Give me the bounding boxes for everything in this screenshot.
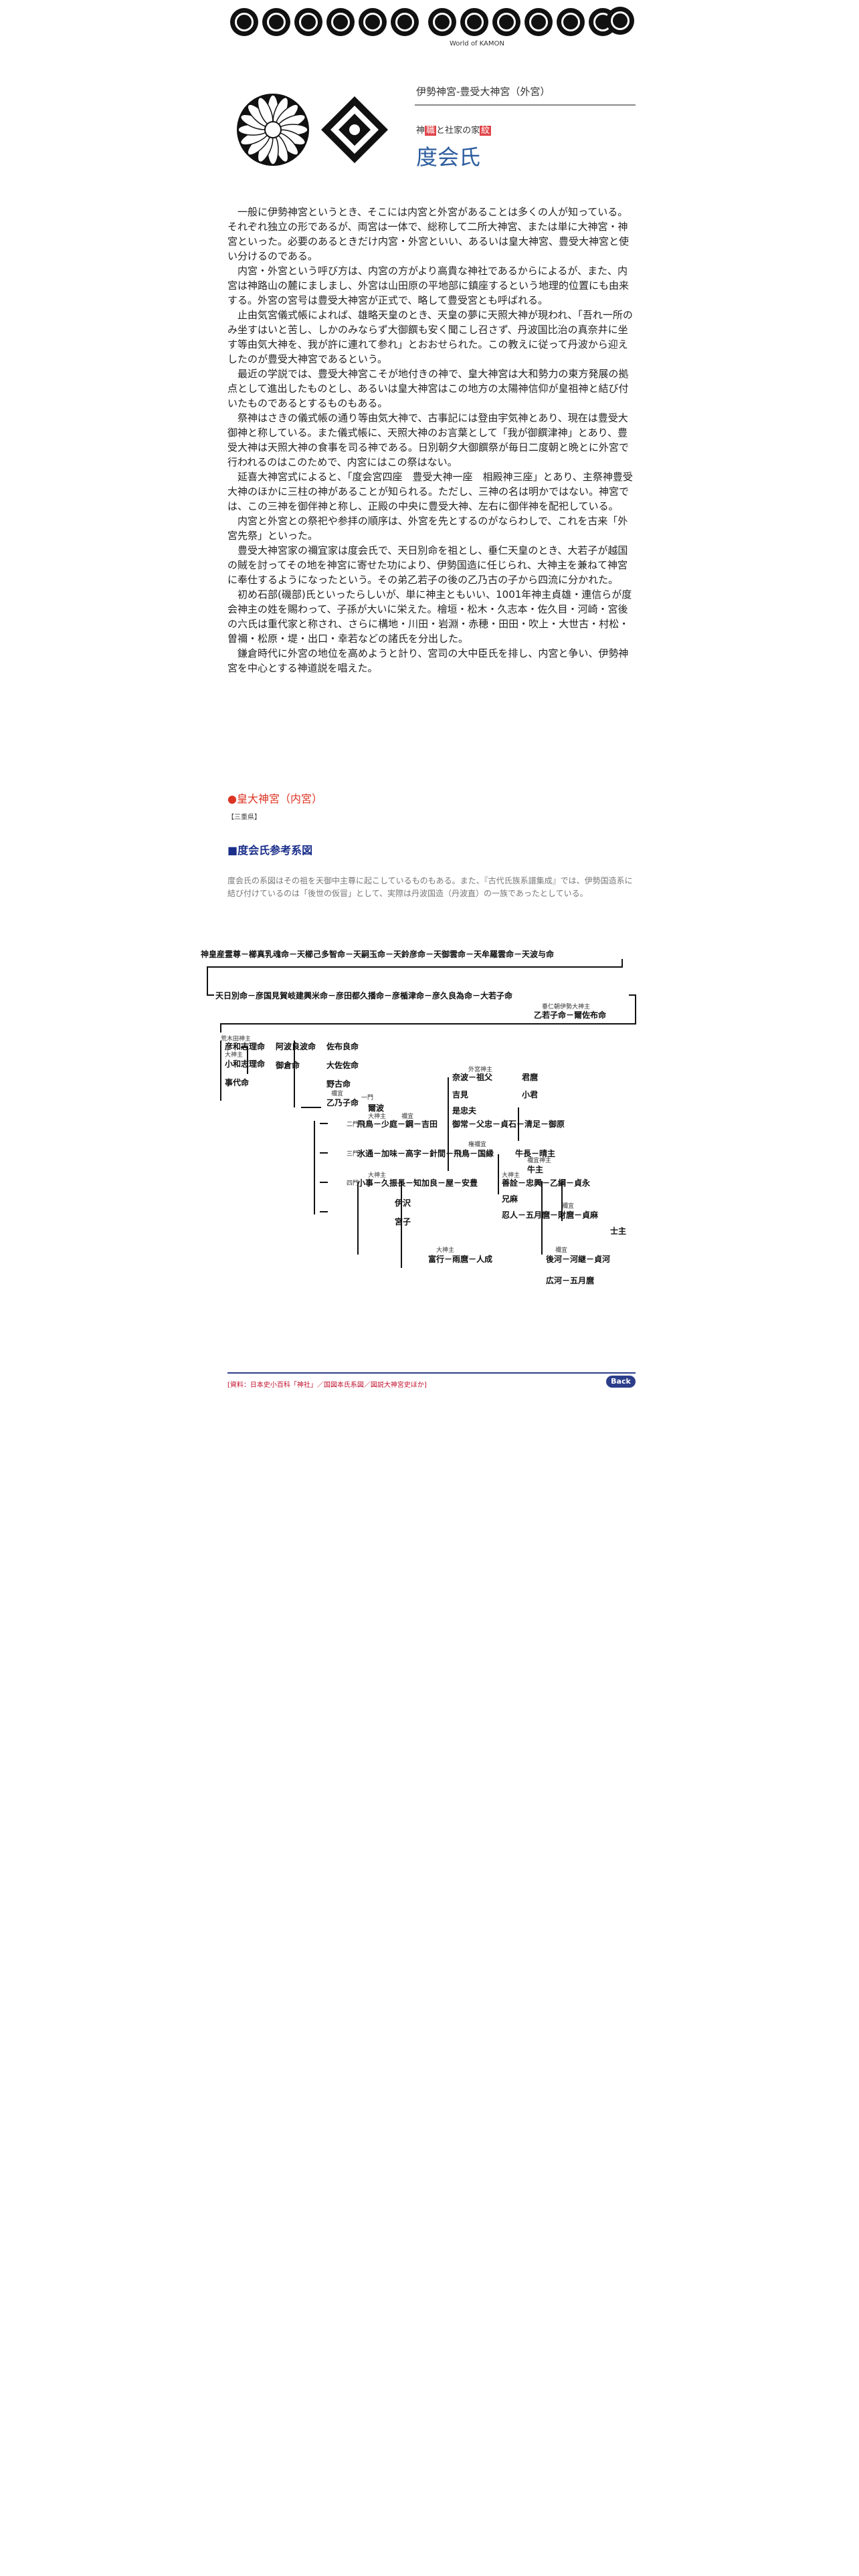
paragraph: 初め石部(磯部)氏といったらしいが、単に神主ともいい、1001年神主貞雄・連信ら…	[227, 588, 632, 645]
series-part: の	[462, 126, 472, 136]
paragraph: 内宮・外宮という呼び方は、内宮の方がより高貴な神社であるからによるが、また、内宮…	[227, 265, 630, 306]
kamon-icon	[262, 8, 290, 36]
kamon-icon	[359, 8, 387, 36]
series-part: と	[436, 126, 446, 136]
paragraph: 祭神はさきの儀式帳の通り等由気大神で、古事記には登由宇気神とあり、現在は豊受大御…	[227, 412, 629, 468]
tree-name: 彦和志理命	[225, 1042, 266, 1051]
tree-line-6: 忍人－五月麿－財麿－貞麻	[502, 1210, 599, 1220]
tree-branch: 一門	[361, 1095, 374, 1101]
footer-divider	[227, 1372, 636, 1374]
tree-line-4: 御常－父忠－貞石－清足－御原	[452, 1119, 565, 1129]
banner-label: World of KAMON	[450, 40, 504, 47]
tree-line-3: 小事－久振長－知加良－屋－安豊	[357, 1178, 478, 1188]
tree-line-9: 広河－五月麿	[546, 1276, 595, 1285]
tree-name: 阿波良波命	[276, 1042, 316, 1051]
tree-name: 佐布良命	[326, 1042, 359, 1051]
tree-name: 吉見	[452, 1090, 469, 1099]
series-part: 家	[454, 126, 463, 136]
tree-branch: 二門	[347, 1121, 359, 1128]
tree-name: 牛長－晴主	[515, 1149, 556, 1158]
tree-note: 外宮神主	[468, 1067, 493, 1073]
tree-note: 荒木田神主	[221, 1036, 252, 1043]
tree-note: 大神主	[502, 1172, 520, 1179]
tree-name: 御倉命	[276, 1061, 300, 1070]
header-divider	[415, 104, 636, 106]
series-part: 神	[416, 126, 425, 136]
series-part-highlight: 紋	[480, 126, 492, 136]
tree-name: 伊沢	[395, 1198, 411, 1208]
tree-row-1: 神皇産霊尊－櫛真乳魂命－天櫛己多智命－天嗣玉命－天鈴彦命－天御雲命－天牟羅雲命－…	[201, 950, 555, 959]
genealogy-note: 度会氏の系図はその祖を天御中主尊に起こしているものもある。また、『古代氏族系譜集…	[227, 876, 633, 898]
family-tree: 神皇産霊尊－櫛真乳魂命－天櫛己多智命－天嗣玉命－天鈴彦命－天御雲命－天牟羅雲命－…	[201, 940, 662, 1328]
tree-name: 事代命	[225, 1078, 250, 1087]
kamon-icon	[391, 8, 419, 36]
tree-line-2: 氷通－加味－高字－針間－飛鳥－国縁	[357, 1149, 494, 1158]
tree-otowakago: 乙若子命－爾佐布命	[534, 1010, 607, 1020]
clan-title: 度会氏	[416, 144, 481, 170]
paragraph: 延喜大神宮式によると、「度会宮四座 豊受大神一座 相殿神三座」とあり、主祭神豊受…	[227, 471, 633, 512]
tree-note: 権禰宜	[468, 1142, 487, 1148]
tree-line-8: 後河－河継－貞河	[546, 1255, 611, 1264]
tree-name: 是忠夫	[452, 1106, 477, 1115]
tree-line-7: 富行－雨麿－人成	[428, 1255, 493, 1264]
back-button[interactable]: Back	[606, 1376, 636, 1388]
tree-name: 士主	[610, 1226, 627, 1236]
source-credit: [資料：日本史小百科「神社」／国図本氏系図／図説大神宮史ほか]	[227, 1382, 427, 1389]
hanabishi-crest-icon	[321, 96, 388, 163]
paragraph: 最近の学説では、豊受大神宮こそが地付きの神で、皇大神宮は大和勢力の東方発展の拠点…	[227, 368, 629, 409]
citation: 【三重県】	[227, 814, 261, 821]
tree-note: 大神主	[225, 1052, 244, 1059]
tree-name: 爾波	[368, 1103, 385, 1113]
tree-name: 小和志理命	[225, 1059, 266, 1069]
tree-note: 大神主	[368, 1113, 387, 1120]
tree-name: 野古命	[326, 1079, 351, 1089]
tree-row-2: 天日別命－彦国見賀岐建興米命－彦田都久播命－彦楯津命－彦久良為命－大若子命	[215, 991, 513, 1000]
naiku-link[interactable]: ●皇大神宮（内宮）	[227, 792, 322, 805]
tree-lines	[207, 959, 636, 1268]
shrine-name: 伊勢神宮-豊受大神宮（外宮）	[416, 86, 551, 98]
tree-note: 大神主	[436, 1247, 455, 1254]
tree-branch: 四門	[347, 1180, 359, 1187]
tree-note: 大神主	[368, 1172, 387, 1179]
tree-note: 禰宜	[401, 1113, 414, 1120]
tree-branch: 三門	[347, 1151, 359, 1158]
tree-name: 君麿	[522, 1073, 539, 1082]
tree-line-1: 飛鳥－少庭－鋼－吉田	[357, 1119, 438, 1129]
section-title: ■度会氏参考系図	[227, 844, 313, 857]
series-part: 社	[445, 126, 454, 136]
article-body: 一般に伊勢神宮というとき、そこには内宮と外宮があることは多くの人が知っている。そ…	[227, 205, 636, 675]
tree-name: 大佐佐命	[326, 1061, 359, 1070]
kamon-icon	[606, 7, 634, 35]
kamon-icon	[460, 8, 488, 36]
kiku-crest-icon	[237, 94, 309, 166]
tree-name: 乙乃子命	[326, 1098, 359, 1107]
series-title: 神職と社家の家紋	[416, 123, 492, 136]
paragraph: 鎌倉時代に外宮の地位を高めようと計り、宮司の大中臣氏を排し、内宮と争い、伊勢神宮…	[227, 647, 629, 674]
kamon-banner[interactable]: World of KAMON	[227, 1, 636, 53]
series-part-highlight: 職	[425, 126, 437, 136]
kamon-icon	[557, 8, 585, 36]
kamon-icon	[492, 8, 520, 36]
kamon-icon	[428, 8, 456, 36]
paragraph: 止由気宮儀式帳によれば、雄略天皇のとき、天皇の夢に天照大神が現われ、「吾れ一所の…	[227, 309, 633, 365]
kamon-icon	[326, 8, 355, 36]
tree-note: 禰宜	[562, 1203, 575, 1210]
tree-name: 奈波－祖父	[452, 1073, 493, 1082]
paragraph: 豊受大神宮家の禰宜家は度会氏で、天日別命を祖とし、垂仁天皇のとき、大若子が越国の…	[227, 544, 628, 586]
tree-name: 牛主	[527, 1165, 544, 1174]
tree-line-5: 善詮－忠興－乙綱－貞永	[502, 1178, 591, 1188]
tree-name: 兄麻	[502, 1194, 518, 1204]
tree-name: 宮子	[395, 1217, 411, 1226]
tree-note: 禰宜	[331, 1091, 344, 1097]
paragraph: 一般に伊勢神宮というとき、そこには内宮と外宮があることは多くの人が知っている。そ…	[227, 206, 630, 262]
series-part: 家	[471, 126, 480, 136]
kamon-icon	[524, 8, 553, 36]
paragraph: 内宮と外宮との祭祀や参拝の順序は、外宮を先とするのがならわしで、これを古来「外宮…	[227, 515, 628, 542]
tree-note: 禰宜神主	[527, 1158, 552, 1164]
kamon-icon	[294, 8, 322, 36]
tree-note: 垂仁朝伊勢大神主	[542, 1004, 591, 1010]
kamon-icon	[230, 8, 258, 36]
tree-name: 小君	[522, 1090, 539, 1099]
tree-note: 禰宜	[555, 1247, 568, 1254]
